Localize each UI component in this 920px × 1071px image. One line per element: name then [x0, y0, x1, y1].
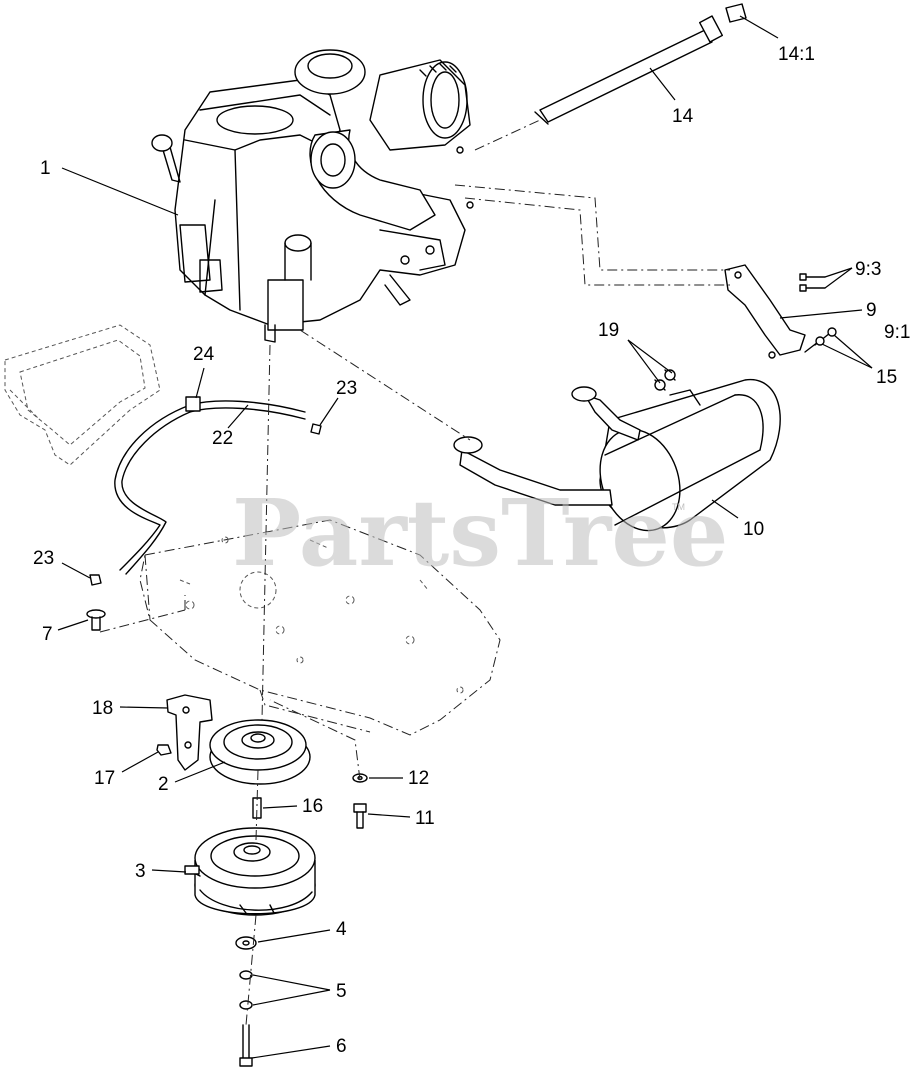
- callout-22: 22: [212, 428, 233, 449]
- clamp-24: [185, 396, 201, 412]
- callout-9-3: 9:3: [855, 259, 881, 280]
- callout-5: 5: [336, 981, 347, 1002]
- washer-4: [235, 936, 257, 950]
- callout-23-lower: 23: [33, 548, 54, 569]
- callout-3: 3: [135, 861, 146, 882]
- callout-24: 24: [193, 344, 215, 365]
- watermark-trademark: TM: [672, 502, 685, 512]
- callout-19: 19: [598, 320, 619, 341]
- watermark-text: PartsTree: [232, 479, 728, 587]
- callout-10: 10: [743, 519, 764, 540]
- electric-clutch: [184, 827, 316, 916]
- muffler: [453, 369, 781, 532]
- fuel-line: [534, 3, 747, 125]
- callout-17: 17: [94, 768, 115, 789]
- callout-6: 6: [336, 1036, 347, 1057]
- callout-12: 12: [408, 768, 429, 789]
- callout-7: 7: [42, 624, 53, 645]
- callout-18: 18: [92, 698, 113, 719]
- bolt-11: [352, 773, 368, 829]
- callout-labels: 1 14:1 14 9:3 9 9:1 19 15 24 23 22 10 23…: [33, 44, 910, 1057]
- callout-2: 2: [158, 774, 169, 795]
- clutch-bracket: [156, 694, 213, 771]
- engine: [151, 49, 474, 343]
- callout-9-1: 9:1: [884, 322, 910, 343]
- pulley: [209, 719, 311, 785]
- callout-9: 9: [866, 300, 877, 321]
- callout-23-upper: 23: [336, 378, 357, 399]
- callout-11: 11: [415, 808, 435, 829]
- breather-hose: [89, 396, 322, 586]
- callout-15: 15: [876, 367, 897, 388]
- callout-14: 14: [672, 106, 694, 127]
- lock-washers-5: [239, 970, 253, 1010]
- callout-14-1: 14:1: [778, 44, 815, 65]
- muffler-bracket: [724, 264, 837, 359]
- frame-ghost-outline: [4, 324, 161, 466]
- bolt-6: [239, 1024, 253, 1067]
- engine-deck: [139, 519, 501, 736]
- callout-4: 4: [336, 919, 347, 940]
- callout-16: 16: [302, 796, 323, 817]
- leader-lines: [57, 15, 873, 1059]
- assembly-centerlines: [99, 119, 730, 1026]
- callout-1: 1: [40, 158, 51, 179]
- bolt-7: [86, 609, 106, 631]
